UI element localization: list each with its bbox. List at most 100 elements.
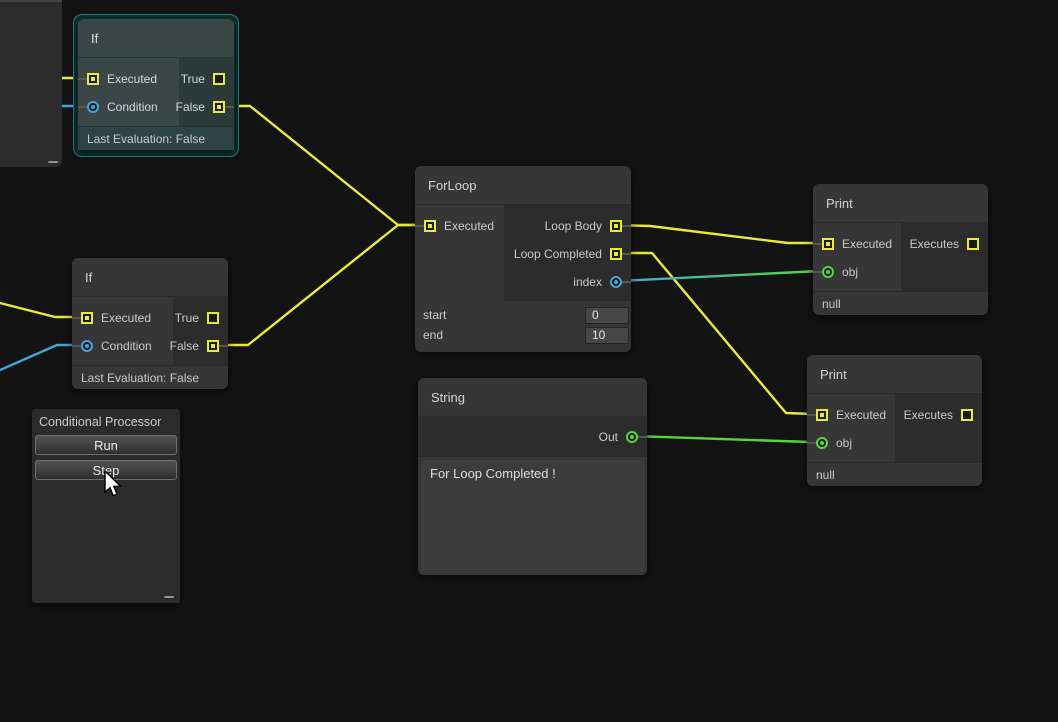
wire-if1-false-to-forloop-executed (217, 104, 426, 227)
port-label: Out (598, 430, 618, 444)
out-output-socket[interactable] (626, 431, 638, 443)
port-row-executed: Executed (72, 304, 173, 332)
node-if-2[interactable]: If Executed Condition True False (72, 258, 228, 389)
node-print-2[interactable]: Print Executed obj Executes null (807, 355, 982, 486)
executes-output-socket[interactable] (961, 409, 973, 421)
field-row-end: end 10 (415, 326, 629, 344)
exec-input-socket[interactable] (81, 312, 93, 324)
port-label: Condition (101, 339, 152, 353)
port-row-executed: Executed (807, 401, 895, 429)
socket-stem (620, 225, 631, 227)
exec-input-socket[interactable] (424, 220, 436, 232)
condition-input-socket[interactable] (87, 101, 99, 113)
wire-to-if2-condition (0, 343, 84, 372)
node-string[interactable]: String Out For Loop Completed ! (418, 378, 647, 575)
offscreen-panel-fragment (0, 0, 62, 167)
true-output-socket[interactable] (206, 312, 219, 324)
port-label: obj (836, 436, 853, 450)
field-row-start: start 0 (415, 306, 629, 324)
exec-input-socket[interactable] (816, 409, 828, 421)
socket-stem (637, 436, 647, 438)
port-label: Loop Body (544, 219, 602, 233)
print-value-status: null (813, 291, 988, 315)
node-title[interactable]: String (418, 378, 647, 417)
port-row-obj: obj (813, 258, 901, 286)
port-row-false: False (175, 93, 234, 121)
node-title[interactable]: If (72, 258, 228, 297)
port-row-executes: Executes (895, 401, 983, 429)
mouse-cursor-icon (104, 471, 123, 497)
obj-input-socket[interactable] (816, 437, 828, 449)
string-value-textarea[interactable]: For Loop Completed ! (421, 460, 644, 572)
port-row-index: index (504, 268, 631, 296)
false-output-socket[interactable] (206, 340, 219, 352)
socket-stem (223, 106, 234, 108)
port-row-false: False (169, 332, 228, 360)
port-label: obj (842, 265, 859, 279)
port-row-out: Out (418, 417, 647, 457)
executes-output-socket[interactable] (967, 238, 979, 250)
port-row-executes: Executes (901, 230, 989, 258)
port-label: Executed (101, 311, 152, 325)
node-forloop[interactable]: ForLoop Executed Loop Body Loop Complete… (415, 166, 631, 352)
node-title[interactable]: ForLoop (415, 166, 631, 205)
port-label: False (169, 339, 199, 353)
loop-completed-output-socket[interactable] (609, 248, 622, 260)
port-row-executed: Executed (813, 230, 901, 258)
socket-stem (620, 253, 631, 255)
port-label: True (180, 72, 205, 86)
port-label: Executes (909, 237, 959, 251)
port-label: Loop Completed (513, 247, 602, 261)
index-output-socket[interactable] (609, 276, 622, 288)
resize-grip[interactable] (48, 161, 58, 163)
port-label: Executed (836, 408, 887, 422)
port-label: True (174, 311, 199, 325)
condition-input-socket[interactable] (81, 340, 93, 352)
resize-grip[interactable] (164, 596, 174, 598)
port-row-executed: Executed (78, 65, 179, 93)
print-value-status: null (807, 462, 982, 486)
end-value-input[interactable]: 10 (585, 326, 629, 344)
wire-if2-false-to-forloop-executed (211, 223, 426, 347)
node-title[interactable]: If (78, 19, 234, 58)
false-output-socket[interactable] (212, 101, 225, 113)
port-row-loop-completed: Loop Completed (504, 240, 631, 268)
last-evaluation-status: Last Evaluation: False (72, 365, 228, 389)
socket-stem (807, 442, 817, 444)
obj-input-socket[interactable] (822, 266, 834, 278)
wire-loopcompleted-to-print2-executed (616, 251, 814, 416)
wire-stringout-to-print2-obj (632, 434, 812, 444)
port-label: Executes (903, 408, 953, 422)
socket-stem (217, 345, 228, 347)
field-label: end (423, 328, 444, 342)
loop-body-output-socket[interactable] (609, 220, 622, 232)
conditional-processor-panel: Conditional Processor Run Step (32, 409, 180, 603)
run-button[interactable]: Run (35, 435, 177, 455)
node-title[interactable]: Print (807, 355, 982, 394)
port-row-condition: Condition (78, 93, 179, 121)
wire-exec-to-if2-executed (0, 301, 84, 319)
port-row-executed: Executed (415, 212, 504, 240)
port-row-loop-body: Loop Body (504, 212, 631, 240)
node-title[interactable]: Print (813, 184, 988, 223)
start-value-input[interactable]: 0 (585, 306, 629, 324)
port-label: Executed (444, 219, 495, 233)
port-label: Executed (107, 72, 158, 86)
port-row-true: True (179, 65, 234, 93)
exec-input-socket[interactable] (822, 238, 834, 250)
port-label: Condition (107, 100, 158, 114)
field-label: start (423, 308, 447, 322)
node-if-1[interactable]: If Executed Condition True False (78, 19, 234, 150)
wire-loopbody-to-print1-executed (616, 223, 822, 245)
node-print-1[interactable]: Print Executed obj Executes null (813, 184, 988, 315)
socket-stem (620, 281, 631, 283)
port-row-obj: obj (807, 429, 895, 457)
last-evaluation-status: Last Evaluation: False (78, 126, 234, 150)
true-output-socket[interactable] (212, 73, 225, 85)
port-row-condition: Condition (72, 332, 173, 360)
port-label: False (175, 100, 205, 114)
port-row-true: True (173, 304, 228, 332)
port-label: index (573, 275, 602, 289)
panel-title[interactable]: Conditional Processor (39, 415, 162, 429)
exec-input-socket[interactable] (87, 73, 99, 85)
